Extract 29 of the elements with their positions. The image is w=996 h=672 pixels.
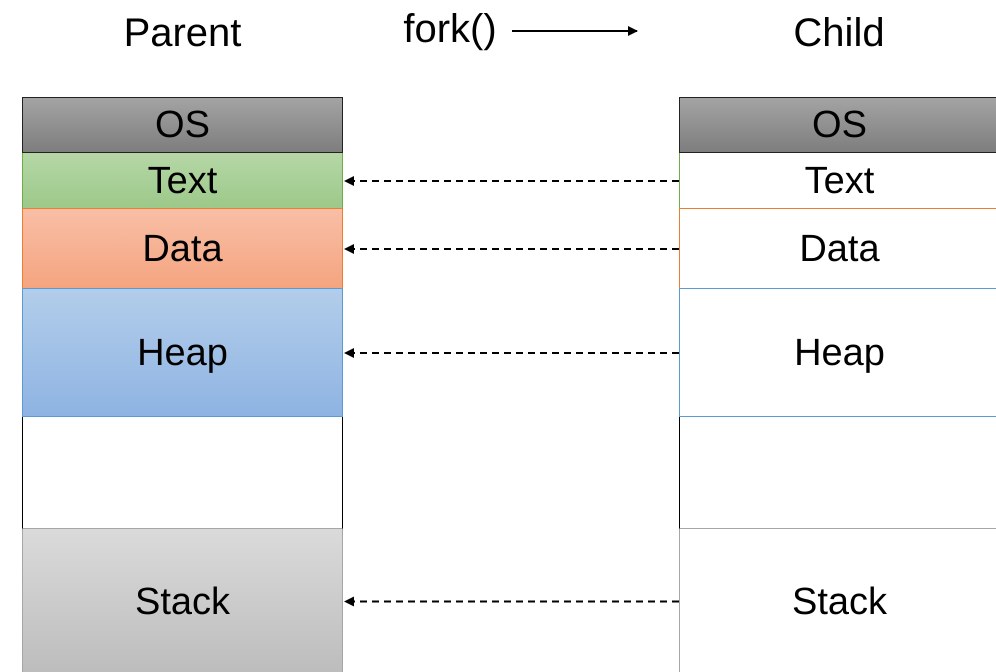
dashed-arrow (344, 244, 679, 254)
segment-label: Heap (794, 330, 885, 374)
segment-label: Stack (792, 580, 888, 624)
memory-segment (22, 153, 343, 209)
dashed-arrow (344, 596, 679, 606)
segment-label: Stack (134, 580, 230, 624)
segment-label: Data (142, 226, 223, 270)
call-label: fork() (403, 6, 497, 52)
segment-label: OS (812, 103, 867, 147)
memory-segment (679, 209, 996, 289)
segment-label: Text (804, 158, 874, 202)
memory-segment (22, 289, 343, 417)
segment-label: OS (155, 103, 210, 147)
arrow (512, 26, 638, 36)
empty-segment (22, 417, 343, 529)
empty-segment (679, 417, 996, 529)
segment-label: Text (148, 158, 218, 202)
memory-segment (679, 97, 996, 153)
segment-label: Data (799, 226, 880, 270)
dashed-arrow (344, 348, 679, 358)
memory-segment (22, 97, 343, 153)
column-heading: Parent (122, 10, 242, 56)
memory-segment (22, 209, 343, 289)
memory-segment (679, 289, 996, 417)
dashed-arrow (344, 176, 679, 186)
segment-label: Heap (137, 330, 228, 374)
column-heading: Child (792, 10, 886, 56)
memory-segment (22, 529, 343, 672)
memory-segment (679, 153, 996, 209)
